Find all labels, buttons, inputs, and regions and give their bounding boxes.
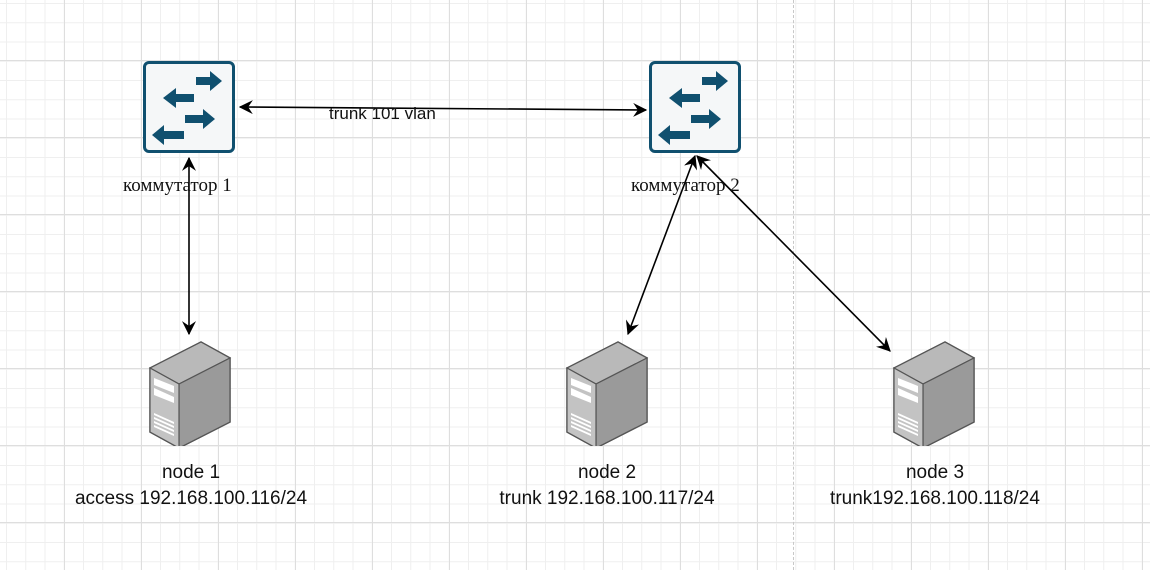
node-2-name: node 2	[577, 462, 637, 483]
server-tower-icon	[565, 341, 649, 450]
node-3-detail: trunk192.168.100.118/24	[830, 488, 1040, 509]
switch-2[interactable]	[649, 61, 741, 153]
node-3-name: node 3	[905, 462, 965, 483]
server-node-2[interactable]	[565, 340, 655, 450]
server-tower-icon	[892, 341, 976, 450]
network-switch-icon	[152, 71, 222, 145]
server-tower-icon	[148, 341, 232, 450]
link-sw2-node3[interactable]	[696, 155, 891, 352]
node-1-label: node 1 access 192.168.100.116/24	[21, 460, 361, 512]
server-node-1[interactable]	[148, 340, 238, 450]
switch-1[interactable]	[143, 61, 235, 153]
link-label-trunk: trunk 101 vlan	[329, 104, 436, 123]
node-1-name: node 1	[161, 462, 221, 483]
node-1-detail: access 192.168.100.116/24	[74, 488, 308, 509]
node-3-label: node 3 trunk192.168.100.118/24	[765, 460, 1105, 512]
server-node-3[interactable]	[892, 340, 982, 450]
switch-2-label: коммутатор 2	[631, 175, 740, 196]
network-switch-icon	[658, 71, 728, 145]
link-sw1-sw2[interactable]	[238, 100, 648, 117]
link-sw2-node2[interactable]	[625, 154, 698, 336]
node-2-label: node 2 trunk 192.168.100.117/24	[437, 460, 777, 512]
switch-1-label: коммутатор 1	[123, 175, 232, 196]
node-2-detail: trunk 192.168.100.117/24	[499, 488, 715, 509]
